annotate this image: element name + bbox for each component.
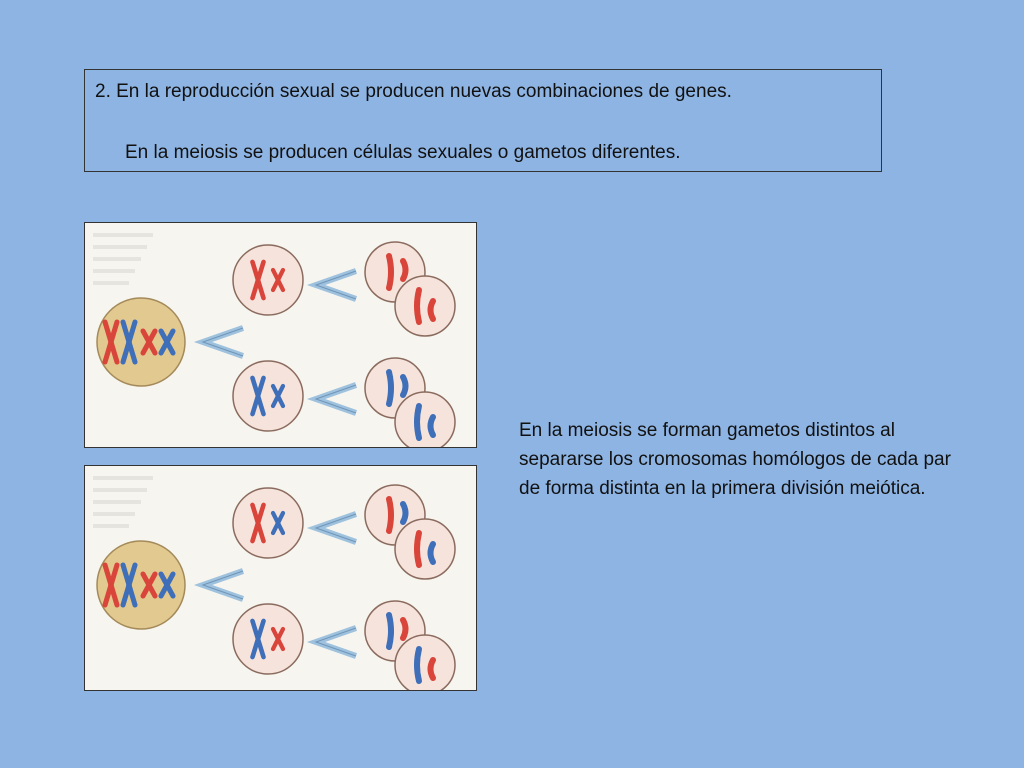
gamete-chromatid bbox=[427, 541, 436, 565]
parent-cell bbox=[96, 297, 186, 387]
gamete-chromatid bbox=[414, 530, 422, 568]
heading-line-1: 2. En la reproducción sexual se producen… bbox=[95, 81, 732, 102]
gamete-chromatid bbox=[400, 374, 409, 398]
parent-chromosome bbox=[120, 319, 138, 365]
daughter-cell bbox=[232, 360, 304, 432]
daughter-chromosome bbox=[250, 502, 266, 544]
heading-line-2: En la meiosis se producen células sexual… bbox=[125, 142, 681, 163]
daughter-chromosome bbox=[270, 383, 286, 409]
gamete-chromatid bbox=[414, 287, 422, 325]
daughter-cell bbox=[232, 244, 304, 316]
caption-text: En la meiosis se forman gametos distinto… bbox=[519, 420, 951, 499]
daughter-chromosome bbox=[250, 259, 266, 301]
gamete-chromatid bbox=[386, 612, 394, 650]
gamete-cell bbox=[394, 634, 456, 690]
parent-chromosome bbox=[140, 571, 158, 599]
gamete-chromatid bbox=[427, 414, 436, 438]
gamete-chromatid bbox=[414, 403, 422, 441]
arrow-to-parent bbox=[193, 568, 244, 602]
parent-cell bbox=[96, 540, 186, 630]
gamete-chromatid bbox=[414, 646, 422, 684]
gamete-chromatid bbox=[427, 298, 436, 322]
daughter-chromosome bbox=[270, 510, 286, 536]
arrow-to-daughter-bottom bbox=[306, 382, 357, 416]
meiosis-diagram-2 bbox=[84, 465, 477, 691]
gamete-chromatid bbox=[400, 501, 409, 525]
parent-chromosome bbox=[158, 571, 176, 599]
daughter-chromosome bbox=[270, 267, 286, 293]
gamete-chromatid bbox=[427, 657, 436, 681]
daughter-chromosome bbox=[250, 618, 266, 660]
gamete-cell bbox=[394, 275, 456, 337]
arrow-to-daughter-bottom bbox=[306, 625, 357, 659]
gamete-chromatid bbox=[386, 253, 394, 291]
gamete-chromatid bbox=[400, 617, 409, 641]
arrow-to-parent bbox=[193, 325, 244, 359]
arrow-to-daughter-top bbox=[306, 268, 357, 302]
parent-chromosome bbox=[158, 328, 176, 356]
diagram-svg-1 bbox=[93, 233, 456, 447]
daughter-cell bbox=[232, 603, 304, 675]
gamete-chromatid bbox=[386, 496, 394, 534]
parent-chromosome bbox=[102, 562, 120, 608]
diagram-svg-2 bbox=[93, 476, 456, 690]
heading-box: 2. En la reproducción sexual se producen… bbox=[84, 69, 882, 172]
daughter-cell bbox=[232, 487, 304, 559]
meiosis-diagram-1 bbox=[84, 222, 477, 448]
parent-chromosome bbox=[120, 562, 138, 608]
daughter-chromosome bbox=[270, 626, 286, 652]
arrow-to-daughter-top bbox=[306, 511, 357, 545]
gamete-chromatid bbox=[400, 258, 409, 282]
gamete-cell bbox=[394, 518, 456, 580]
parent-chromosome bbox=[140, 328, 158, 356]
daughter-chromosome bbox=[250, 375, 266, 417]
parent-chromosome bbox=[102, 319, 120, 365]
gamete-chromatid bbox=[386, 369, 394, 407]
gamete-cell bbox=[394, 391, 456, 447]
